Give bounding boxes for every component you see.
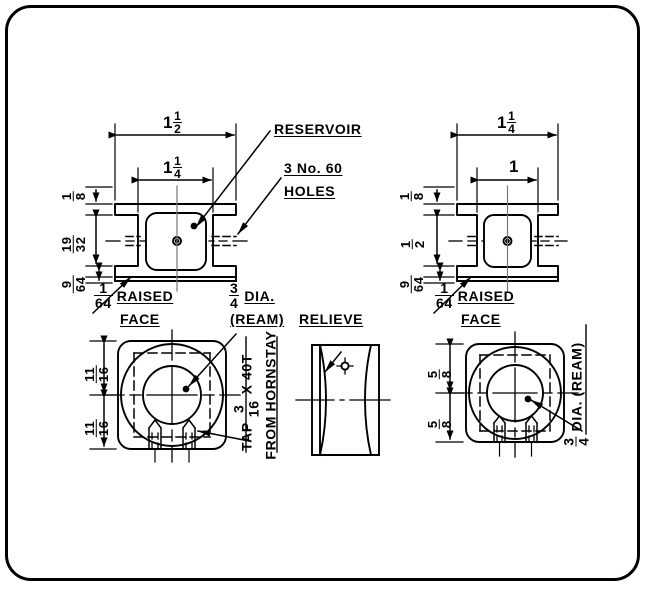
dim-inner-width-right: 1 — [509, 157, 520, 176]
from-hornstay-label: FROM HORNSTAY — [262, 330, 279, 460]
face-label-right: FACE — [461, 311, 501, 327]
ream-label-left: (REAM) — [230, 311, 285, 327]
face-label-left: FACE — [120, 311, 160, 327]
reservoir-label: RESERVOIR — [274, 121, 362, 137]
relieve-label: RELIEVE — [299, 311, 364, 327]
holes-count-label: 3 No. 60 — [284, 160, 343, 176]
holes-label: HOLES — [284, 183, 336, 199]
sheet-border — [5, 5, 640, 581]
